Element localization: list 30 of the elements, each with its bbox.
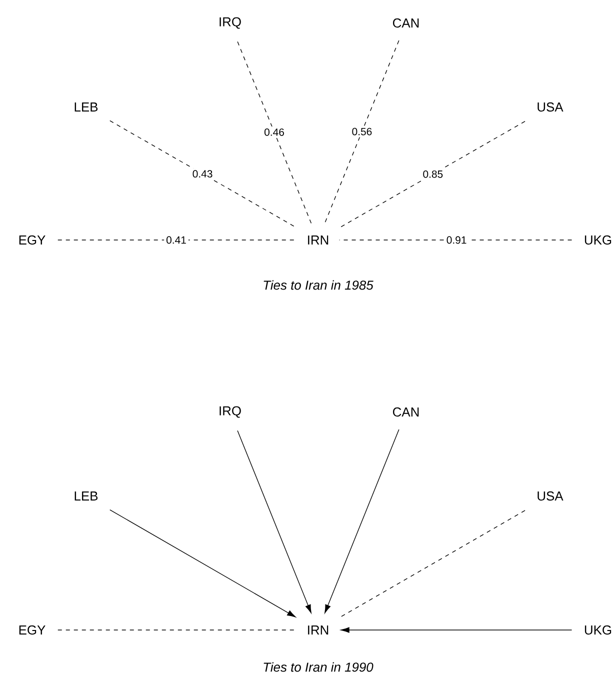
edge-label: 0.56 <box>352 128 372 136</box>
edge-label: 0.41 <box>166 236 186 244</box>
country-label: IRN <box>308 626 328 634</box>
connector-line <box>237 41 312 225</box>
caption: Ties to Iran in 1985 <box>264 280 374 290</box>
country-label: CAN <box>392 407 419 417</box>
caption: Ties to Iran in 1990 <box>264 662 374 672</box>
country-label: EGY <box>19 235 46 245</box>
country-label: EGY <box>19 625 46 635</box>
country-label: LEB <box>74 102 98 112</box>
arrow <box>237 430 312 614</box>
edge-label: 0.46 <box>264 128 284 136</box>
country-label: IRQ <box>220 17 241 29</box>
country-label: LEB <box>74 492 98 500</box>
edge-label: 0.43 <box>192 170 212 178</box>
country-label: USA <box>538 491 564 501</box>
country-label: UKG <box>584 235 612 245</box>
connector-line <box>324 40 400 225</box>
country-label: UKG <box>584 625 612 635</box>
connector-line <box>338 510 526 618</box>
arrow <box>324 429 400 614</box>
country-label: IRQ <box>220 406 241 418</box>
country-label: CAN <box>392 18 419 28</box>
country-label: IRN <box>308 236 328 244</box>
connector-line <box>338 120 526 228</box>
country-label: USA <box>538 102 564 112</box>
arrow <box>110 509 296 618</box>
edge-label: 0.91 <box>446 236 466 244</box>
arrow <box>340 627 572 633</box>
edge-label: 0.85 <box>423 170 443 178</box>
